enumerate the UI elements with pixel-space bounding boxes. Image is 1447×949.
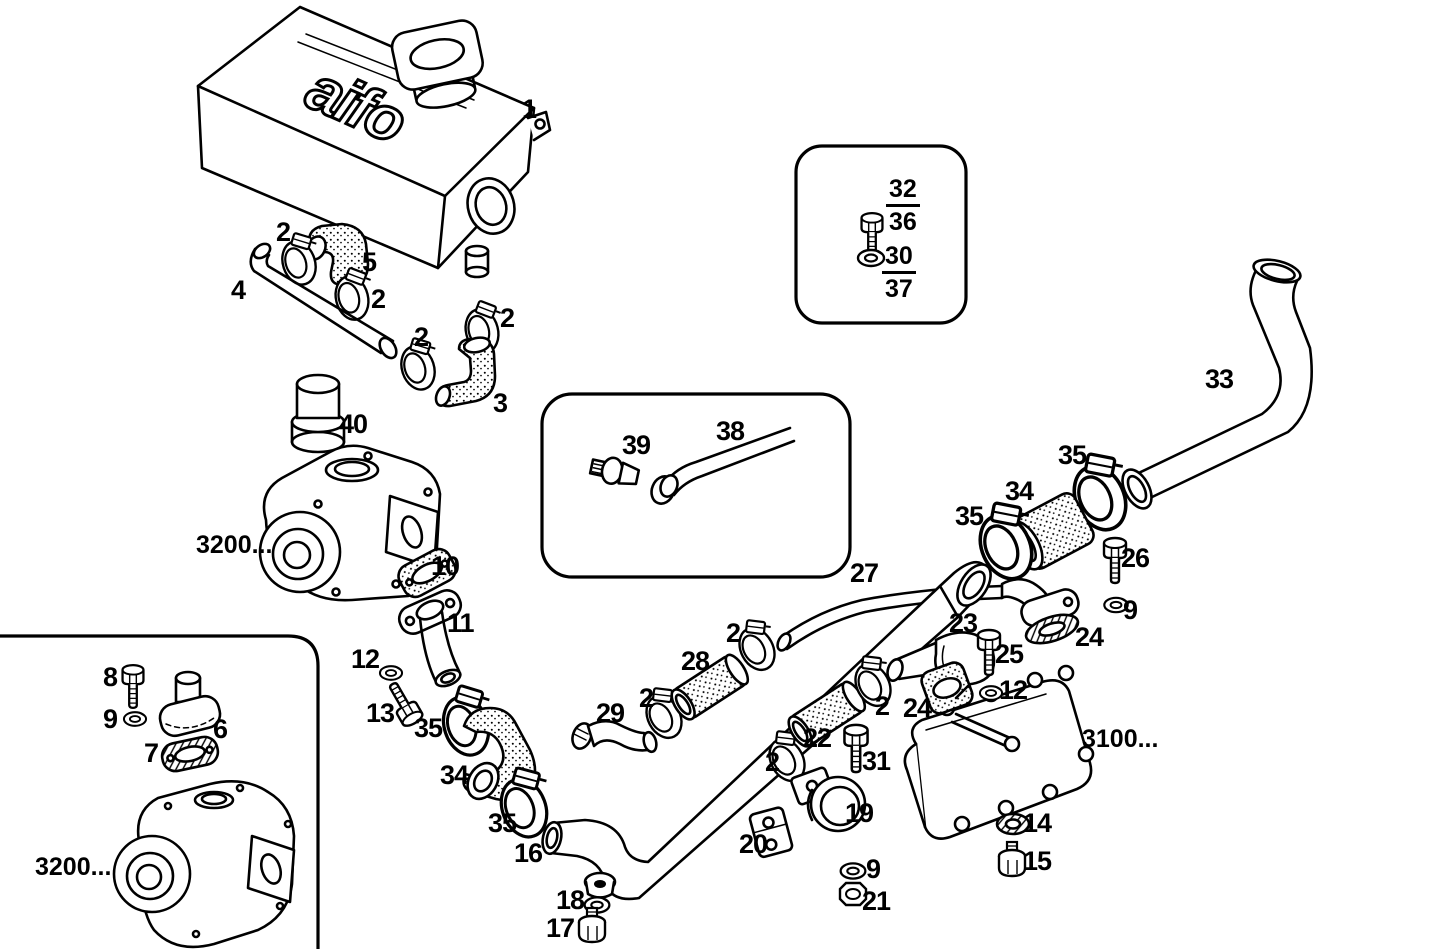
washer-30-37-drawing [856, 248, 886, 268]
part-label: 40 [339, 409, 368, 439]
part-label: 15 [1023, 846, 1052, 876]
rubber-elbow-3-drawing [434, 336, 497, 408]
part-label: 22 [803, 723, 832, 753]
gasket-10-drawing [397, 547, 457, 599]
part-label: 10 [431, 551, 460, 581]
part-label: 36 [889, 208, 917, 237]
gasket-24-drawing [920, 661, 974, 715]
adapter-40-drawing [290, 373, 346, 454]
tank-hose-parts [249, 222, 513, 454]
pipe-clamp-19-drawing [790, 766, 867, 833]
stacked-part-label: 32 36 [886, 176, 920, 236]
washer-12-drawing [378, 665, 404, 681]
part-label: 2 [639, 683, 654, 713]
part-label: 9 [103, 704, 118, 734]
part-label: 12 [351, 644, 380, 674]
part-label: 33 [1205, 364, 1234, 394]
part-label: 35 [414, 713, 443, 743]
part-label: 6 [213, 714, 228, 744]
part-label: 2 [500, 303, 515, 333]
part-label: 12 [999, 675, 1028, 705]
part-label: 9 [866, 854, 881, 884]
part-label: 16 [514, 838, 543, 868]
part-label: 38 [716, 416, 745, 446]
part-label: 2 [765, 747, 780, 777]
bolt-8-drawing [121, 663, 145, 709]
fitting-39-drawing [588, 456, 641, 486]
inset-box-fasteners [794, 144, 968, 325]
washer-9-drawing [839, 862, 867, 880]
part-label: 24 [1075, 622, 1104, 652]
part-label: 11 [447, 608, 475, 638]
part-label: 35 [955, 501, 984, 531]
part-label: 2 [371, 284, 386, 314]
part-label: 21 [862, 886, 891, 916]
plug-15-drawing [997, 840, 1027, 878]
part-label: 9 [1123, 595, 1138, 625]
inset-box-pump [0, 634, 320, 949]
rubber-hose-22-drawing [787, 680, 867, 748]
expansion-tank-drawing: aifo [196, 5, 552, 279]
water-pump-drawing [258, 444, 442, 602]
flange-tube-11-drawing [397, 589, 463, 688]
part-label: 32 [886, 176, 920, 208]
washer-9-drawing [122, 711, 148, 727]
part-label: 31 [862, 746, 891, 776]
fitting-6-drawing [158, 670, 222, 738]
part-label: 17 [546, 913, 575, 943]
inset-box-pipe [540, 392, 852, 579]
part-label: 3 [493, 388, 508, 418]
gasket-7-drawing [160, 735, 220, 773]
assembly-ref-label: 3100... [1082, 725, 1159, 753]
part-label: 20 [739, 829, 768, 859]
part-label: 2 [414, 322, 429, 352]
stacked-part-label: 30 37 [882, 243, 916, 303]
bracket-20-drawing [748, 806, 794, 859]
part-label: 7 [144, 738, 159, 768]
tube-4-drawing [249, 242, 398, 360]
water-pump-inset-drawing [112, 780, 296, 949]
rubber-hose-28-drawing [670, 653, 750, 721]
part-label: 2 [875, 691, 890, 721]
part-label: 37 [885, 275, 913, 304]
elbow-flange-drawing [1000, 577, 1080, 645]
part-label: 1 [522, 94, 537, 124]
elbow-29-drawing [571, 719, 658, 754]
part-label: 5 [362, 247, 377, 277]
part-label: 35 [488, 808, 517, 838]
part-label: 34 [1005, 476, 1034, 506]
part-label: 34 [440, 760, 469, 790]
part-label: 8 [103, 662, 118, 692]
part-label: 28 [681, 646, 710, 676]
part-label: 19 [845, 798, 874, 828]
part-label: 14 [1023, 808, 1052, 838]
part-label: 30 [882, 243, 916, 275]
pipe-33-drawing [1121, 258, 1313, 510]
part-label: 2 [276, 217, 291, 247]
filler-cap-drawing [390, 19, 484, 109]
assembly-ref-label: 3200... [196, 531, 273, 559]
part-label: 27 [850, 558, 879, 588]
part-label: 26 [1121, 543, 1150, 573]
part-label: 35 [1058, 440, 1087, 470]
pipe-16-drawing [541, 560, 992, 901]
part-label: 25 [995, 639, 1024, 669]
part-label: 23 [949, 608, 978, 638]
part-label: 2 [726, 618, 741, 648]
washer-14-drawing [995, 812, 1031, 836]
part-label: 29 [596, 698, 625, 728]
part-label: 4 [231, 275, 246, 305]
assembly-ref-label: 3200... [35, 853, 112, 881]
part-label: 39 [622, 430, 651, 460]
pipe-38-drawing [650, 426, 796, 505]
part-label: 24 [903, 693, 932, 723]
part-label: 13 [366, 698, 395, 728]
part-label: 18 [556, 885, 585, 915]
